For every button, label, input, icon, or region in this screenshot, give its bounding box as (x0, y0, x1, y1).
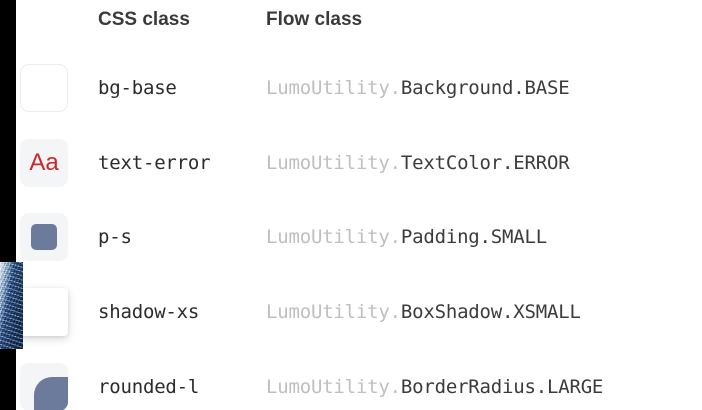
border-radius-square-icon (34, 377, 68, 410)
css-class-cell: p-s (98, 226, 132, 248)
flow-member: Background.BASE (400, 77, 570, 99)
preview-cell (0, 288, 98, 336)
css-class-cell: bg-base (98, 77, 177, 99)
table-header-row: CSS class Flow class (0, 0, 702, 40)
flow-namespace: LumoUtility. (266, 77, 401, 99)
flow-class-cell: LumoUtility.BoxShadow.XSMALL (266, 301, 702, 323)
flow-member: TextColor.ERROR (400, 152, 570, 174)
header-css-class: CSS class (98, 9, 190, 30)
table-row[interactable]: Aa text-error LumoUtility.TextColor.ERRO… (0, 126, 702, 200)
shadow-xs-swatch-icon (20, 288, 68, 336)
flow-class-cell: LumoUtility.Padding.SMALL (266, 226, 702, 248)
flow-member: BoxShadow.XSMALL (400, 301, 581, 323)
p-s-swatch-icon (20, 213, 68, 261)
css-class-cell: shadow-xs (98, 301, 200, 323)
preview-cell (0, 363, 98, 410)
css-class-cell: text-error (98, 152, 211, 174)
preview-cell (0, 213, 98, 261)
css-class-cell: rounded-l (98, 376, 200, 398)
padding-inner-square-icon (31, 224, 57, 250)
text-error-swatch-icon: Aa (20, 139, 68, 187)
table-row[interactable]: bg-base LumoUtility.Background.BASE (0, 51, 702, 125)
bg-base-swatch-icon (20, 64, 68, 112)
flow-class-cell: LumoUtility.Background.BASE (266, 77, 702, 99)
table-row[interactable]: rounded-l LumoUtility.BorderRadius.LARGE (0, 350, 702, 410)
table-row[interactable]: p-s LumoUtility.Padding.SMALL (0, 200, 702, 274)
flow-member: BorderRadius.LARGE (400, 376, 604, 398)
flow-class-cell: LumoUtility.BorderRadius.LARGE (266, 376, 702, 398)
table-row[interactable]: shadow-xs LumoUtility.BoxShadow.XSMALL (0, 275, 702, 349)
preview-cell: Aa (0, 139, 98, 187)
flow-namespace: LumoUtility. (266, 376, 401, 398)
image-noise-artifact (0, 262, 23, 349)
rounded-l-swatch-icon (20, 363, 68, 410)
flow-namespace: LumoUtility. (266, 152, 401, 174)
header-flow-class: Flow class (266, 9, 363, 30)
preview-cell (0, 64, 98, 112)
flow-namespace: LumoUtility. (266, 226, 401, 248)
flow-member: Padding.SMALL (400, 226, 547, 248)
flow-namespace: LumoUtility. (266, 301, 401, 323)
flow-class-cell: LumoUtility.TextColor.ERROR (266, 152, 702, 174)
